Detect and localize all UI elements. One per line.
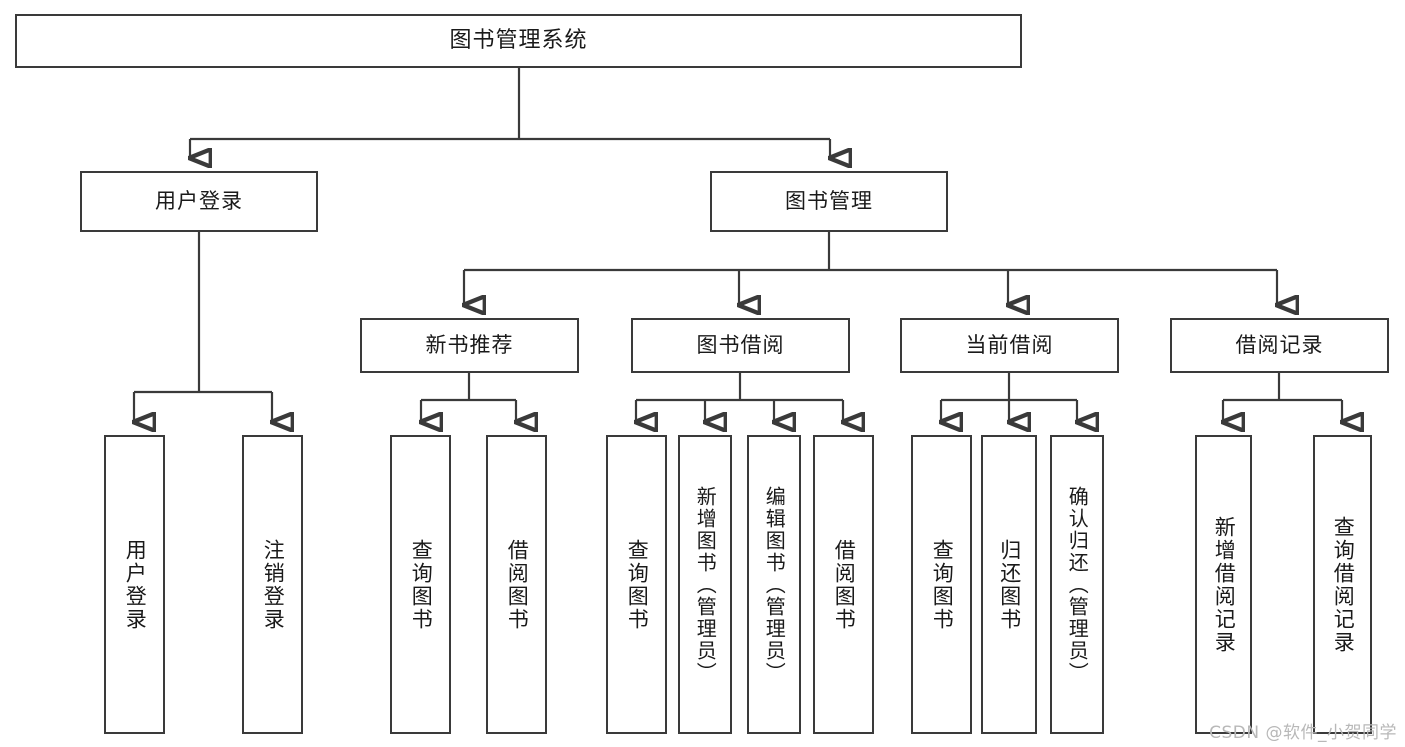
node-new-book-recommend[interactable]: 新书推荐 (360, 318, 579, 373)
node-label: 图书借阅 (696, 333, 785, 358)
leaf-add-book[interactable]: 新增图书（管理员） (678, 435, 732, 734)
leaf-return-book[interactable]: 归还图书 (981, 435, 1037, 734)
node-current-borrow[interactable]: 当前借阅 (900, 318, 1119, 373)
node-label: 图书管理 (785, 189, 873, 214)
node-label: 查询图书 (930, 538, 955, 631)
node-label: 新书推荐 (425, 333, 514, 358)
node-label: 查询图书 (625, 538, 650, 631)
node-label: 注销登录 (261, 538, 286, 631)
node-label: 确认归还（管理员） (1065, 485, 1090, 684)
leaf-borrow-book-2[interactable]: 借阅图书 (813, 435, 874, 734)
leaf-borrow-book-1[interactable]: 借阅图书 (486, 435, 547, 734)
node-label: 新增借阅记录 (1212, 515, 1237, 654)
node-book-borrow[interactable]: 图书借阅 (631, 318, 850, 373)
node-label: 编辑图书（管理员） (762, 485, 787, 684)
node-label: 借阅图书 (832, 538, 857, 631)
leaf-add-borrow-record[interactable]: 新增借阅记录 (1195, 435, 1252, 734)
leaf-query-book-2[interactable]: 查询图书 (606, 435, 667, 734)
node-label: 查询图书 (409, 538, 434, 631)
node-root-system[interactable]: 图书管理系统 (15, 14, 1022, 68)
leaf-confirm-return[interactable]: 确认归还（管理员） (1050, 435, 1104, 734)
node-label: 用户登录 (155, 189, 243, 214)
node-label: 用户登录 (123, 538, 148, 631)
node-label: 归还图书 (997, 538, 1022, 631)
csdn-watermark: CSDN @软件_小贺同学 (1209, 723, 1397, 743)
leaf-user-login[interactable]: 用户登录 (104, 435, 165, 734)
leaf-edit-book[interactable]: 编辑图书（管理员） (747, 435, 801, 734)
node-label: 图书管理系统 (449, 28, 588, 54)
node-label: 借阅图书 (505, 538, 530, 631)
node-label: 当前借阅 (965, 333, 1054, 358)
node-label: 新增图书（管理员） (693, 485, 718, 684)
leaf-logout-login[interactable]: 注销登录 (242, 435, 303, 734)
node-label: 借阅记录 (1235, 333, 1324, 358)
node-borrow-record[interactable]: 借阅记录 (1170, 318, 1389, 373)
node-book-manage[interactable]: 图书管理 (710, 171, 948, 232)
leaf-query-book-1[interactable]: 查询图书 (390, 435, 451, 734)
node-label: 查询借阅记录 (1331, 515, 1356, 654)
node-user-login[interactable]: 用户登录 (80, 171, 318, 232)
leaf-query-borrow-record[interactable]: 查询借阅记录 (1313, 435, 1372, 734)
leaf-query-book-3[interactable]: 查询图书 (911, 435, 972, 734)
